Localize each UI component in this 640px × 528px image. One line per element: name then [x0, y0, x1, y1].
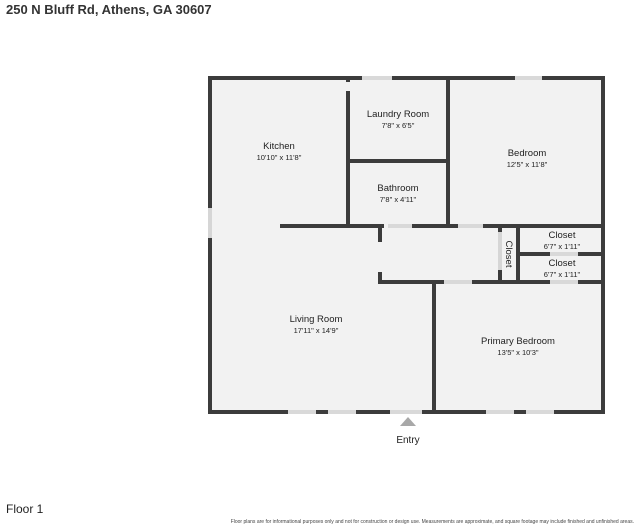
living-room-dims: 17'11" x 14'9"	[294, 326, 339, 335]
floor-area	[210, 78, 603, 412]
bedroom-label: Bedroom	[508, 148, 547, 159]
bathroom-label: Bathroom	[377, 183, 418, 194]
bathroom-dims: 7'8" x 4'11"	[380, 195, 417, 204]
closet-1-dims: 6'7" x 1'11"	[544, 242, 581, 251]
living-room-label: Living Room	[290, 314, 343, 325]
primary-bedroom-dims: 13'5" x 10'3"	[497, 348, 538, 357]
closet-2-label: Closet	[549, 258, 576, 269]
entry-arrow-icon	[400, 417, 416, 426]
property-address: 250 N Bluff Rd, Athens, GA 30607	[6, 2, 212, 17]
entry-label: Entry	[396, 435, 419, 446]
disclaimer-text: Floor plans are for informational purpos…	[230, 519, 634, 525]
bedroom-dims: 12'5" x 11'8"	[507, 160, 548, 169]
closet-2-dims: 6'7" x 1'11"	[544, 270, 581, 279]
windows	[208, 76, 578, 414]
kitchen-dims: 10'10" x 11'8"	[257, 153, 302, 162]
closet-vertical-label: Closet	[503, 241, 514, 268]
laundry-label: Laundry Room	[367, 109, 429, 120]
floor-label: Floor 1	[6, 502, 44, 516]
kitchen-label: Kitchen	[263, 141, 295, 152]
laundry-dims: 7'8" x 6'5"	[382, 121, 415, 130]
closet-1-label: Closet	[549, 230, 576, 241]
primary-bedroom-label: Primary Bedroom	[481, 336, 555, 347]
